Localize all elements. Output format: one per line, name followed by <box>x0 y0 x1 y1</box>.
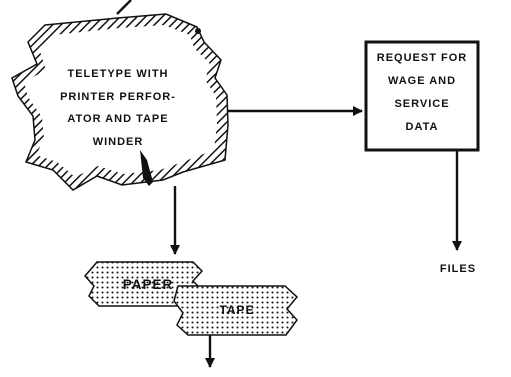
tape-label: TAPE <box>219 303 254 317</box>
paper-label: PAPER <box>123 277 174 292</box>
teletype-label-line-1: TELETYPE WITH <box>68 68 169 80</box>
teletype-label: TELETYPE WITH PRINTER PERFOR- ATOR AND T… <box>60 68 176 148</box>
incoming-arrow <box>116 0 132 15</box>
request-label-line-1: REQUEST FOR <box>377 52 467 64</box>
request-label-line-2: WAGE AND <box>388 75 456 87</box>
paper-tape-shape: PAPER TAPE <box>84 261 299 336</box>
teletype-shape <box>11 13 229 191</box>
teletype-label-line-2: PRINTER PERFOR- <box>60 91 176 103</box>
request-label-line-4: DATA <box>406 121 439 133</box>
request-box <box>364 40 480 152</box>
request-label-line-3: SERVICE <box>394 98 449 110</box>
teletype-label-line-4: WINDER <box>93 136 144 148</box>
files-label: FILES <box>440 263 476 275</box>
request-label: REQUEST FOR WAGE AND SERVICE DATA <box>377 52 467 133</box>
teletype-label-line-3: ATOR AND TAPE <box>67 113 168 125</box>
